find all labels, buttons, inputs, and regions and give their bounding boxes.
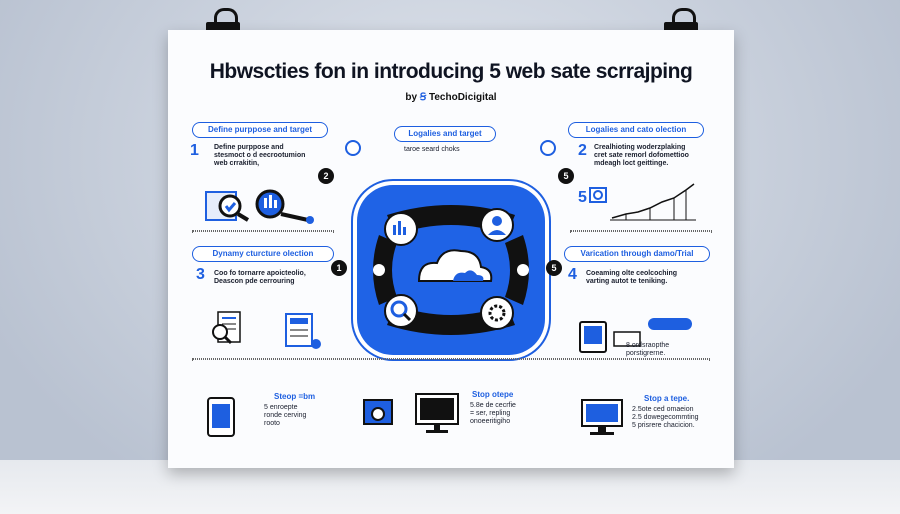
documents-illustration (198, 308, 328, 357)
center-pill: Logalies and target (394, 126, 496, 142)
floor (0, 460, 900, 514)
section-1-number: 1 (190, 142, 199, 159)
section-2-pill: Logalies and cato olection (568, 122, 704, 138)
divider-line (570, 230, 712, 232)
byline-brand: TechoDicigital (428, 92, 497, 103)
central-hub (357, 185, 545, 355)
step-badge: 1 (331, 260, 347, 276)
bottom-1-text: 5 enroepte ronde cerving rooto (264, 404, 307, 427)
bottom-3-title: Stop a tepe. (644, 394, 690, 403)
section-2-number: 2 (578, 142, 587, 159)
section-1-text: Define purppose and stesmoct o d eecroot… (214, 144, 306, 167)
center-subtext: taroe seard choks (404, 146, 460, 153)
section-2-text: Crealhioting woderzplaking cret sate rem… (594, 144, 689, 167)
section-1-pill: Define purppose and target (192, 122, 328, 138)
step-badge: 5 (558, 168, 574, 184)
brand-s-icon: Ꞩ (419, 92, 427, 103)
poster-title: Hbwscties fon in introducing 5 web sate … (209, 60, 693, 83)
bottom-3-text: 2.5ote ced omaeion 2.5 dowegecommting 5 … (632, 406, 699, 429)
bottom-2-text: 5.8e de cecrfie = ser, repling onoeeriti… (470, 402, 516, 425)
monitor-icon (414, 392, 460, 441)
divider-line (192, 230, 334, 232)
divider-line (192, 358, 710, 360)
infographic-poster: Hbwscties fon in introducing 5 web sate … (168, 30, 734, 468)
byline: by Ꞩ TechoDicigital (405, 92, 497, 103)
side-note: 8 ordsraopthe porstigrerne. (626, 342, 670, 357)
bottom-2-title: Stop otepe (472, 390, 514, 399)
step-badge: 2 (318, 168, 334, 184)
step-badge: 5 (546, 260, 562, 276)
growth-chart-illustration: 5 (578, 182, 698, 231)
connector-node (345, 140, 361, 156)
section-3-number: 3 (196, 266, 205, 283)
svg-text:5: 5 (578, 189, 587, 206)
section-3-text: Coo fo tornarre apoicteolio, Deascon pde… (214, 270, 306, 285)
section-3-pill: Dynamy cturcture olection (192, 246, 334, 262)
camera-icon (362, 392, 396, 437)
bottom-1-title: Steop =bm (274, 392, 316, 401)
section-4-number: 4 (568, 266, 577, 283)
section-4-pill: Varication through damo/Trial (564, 246, 710, 262)
tablet-icon (206, 396, 236, 443)
hub-graphics (373, 205, 529, 335)
section-4-text: Coeaming olte ceolcoching varting autot … (586, 270, 678, 285)
laptop-icon (578, 398, 626, 443)
magnifier-chart-illustration (204, 188, 324, 233)
devices-illustration (578, 316, 698, 361)
connector-node (540, 140, 556, 156)
